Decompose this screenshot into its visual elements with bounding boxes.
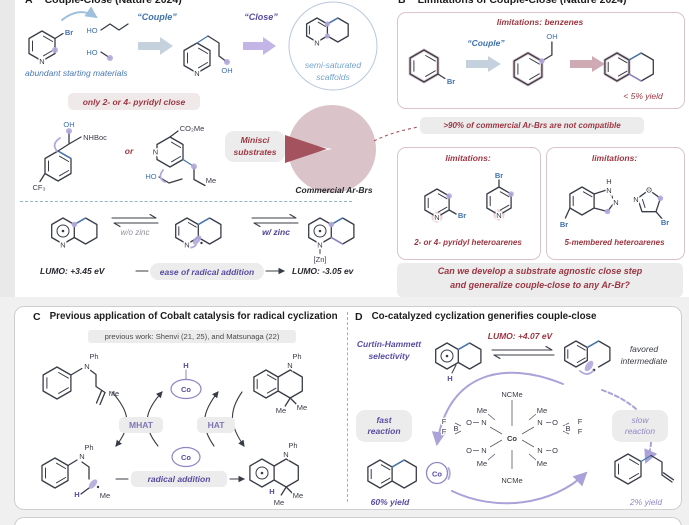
panel-cd-dashed-divider xyxy=(347,312,348,502)
abundant-caption: abundant starting materials xyxy=(25,68,128,78)
question-line2: and generalize couple-close to any Ar-Br… xyxy=(450,280,630,290)
panel-b-header: B Limitations of Couple-Close (Nature 20… xyxy=(398,0,626,6)
favored-line1: favored xyxy=(629,344,659,354)
panel-a-title: Couple-Close (Nature 2024) xyxy=(44,0,182,6)
not-compatible-pill: >90% of commercial Ar-Brs are not compat… xyxy=(420,117,644,134)
panel-b-title: Limitations of Couple-Close (Nature 2024… xyxy=(417,0,627,6)
slow-reaction-pill: slow reaction xyxy=(612,410,668,442)
favored-line2: intermediate xyxy=(620,356,668,366)
minisci-line2: substrates xyxy=(233,146,277,157)
lumo-right-label: LUMO: -3.05 ev xyxy=(292,266,354,276)
fast-line1: fast xyxy=(376,414,392,425)
couple-label-b: “Couple” xyxy=(467,38,505,48)
couple-label-a: “Couple” xyxy=(137,12,177,22)
panel-a-header: A Couple-Close (Nature 2024) xyxy=(25,0,182,6)
commercial-arbrs-label: Commercial Ar-Brs xyxy=(295,185,373,195)
five-membered-caption: 5-membered heteroarenes xyxy=(564,238,665,247)
fast-line2: reaction xyxy=(367,426,401,436)
panel-a-label: A xyxy=(25,0,33,6)
wo-zinc-label: w/o zinc xyxy=(120,228,150,237)
fast-reaction-pill: fast reaction xyxy=(356,410,412,442)
hat-pill: HAT xyxy=(197,417,235,433)
question-box xyxy=(397,263,683,297)
next-panel-sliver xyxy=(14,517,682,525)
slow-line1: slow xyxy=(631,414,649,425)
panel-b-label: B xyxy=(398,0,406,6)
panel-d-header: D Co-catalyzed cyclization generifies co… xyxy=(355,311,596,323)
limitations-left-title: limitations: xyxy=(445,153,491,163)
previous-work-pill: previous work: Shenvi (21, 25), and Mats… xyxy=(88,330,296,343)
benzene-limitations-title: limitations: benzenes xyxy=(496,17,584,27)
panel-d-title: Co-catalyzed cyclization generifies coup… xyxy=(371,311,597,322)
panel-c-title: Previous application of Cobalt catalysis… xyxy=(49,311,338,322)
only-close-pill: only 2- or 4- pyridyl close xyxy=(68,93,200,110)
yield-60-label: 60% yield xyxy=(370,497,410,507)
curtin-hammett-line2: selectivity xyxy=(368,351,410,361)
curtin-hammett-line1: Curtin-Hammett xyxy=(356,339,422,349)
pyridyl-limitations-box xyxy=(397,147,541,260)
panel-d-label: D xyxy=(355,311,363,323)
or-label: or xyxy=(124,146,134,156)
yield-2-label: 2% yield xyxy=(629,497,663,507)
panel-c-header: C Previous application of Cobalt catalys… xyxy=(33,311,338,323)
semi-saturated-line2: scaffolds xyxy=(316,72,350,82)
question-line1: Can we develop a substrate agnostic clos… xyxy=(437,266,643,276)
yield-under-5: < 5% yield xyxy=(623,91,663,101)
semi-saturated-line1: semi-saturated xyxy=(304,60,362,70)
lumo-left-label: LUMO: +3.45 eV xyxy=(40,266,105,276)
minisci-line1: Minisci xyxy=(240,135,270,146)
minisci-substrates-pill: Minisci substrates xyxy=(225,131,285,162)
panel-a-dashed-divider xyxy=(20,201,352,202)
slow-line2: reaction xyxy=(624,426,656,436)
limitations-right-title: limitations: xyxy=(591,153,638,163)
panel-c-label: C xyxy=(33,311,41,323)
pyridyl-caption: 2- or 4- pyridyl heteroarenes xyxy=(414,238,522,247)
mhat-pill: MHAT xyxy=(119,417,163,433)
lumo-d-label: LUMO: +4.07 eV xyxy=(487,331,553,341)
w-zinc-label: w/ zinc xyxy=(262,227,290,237)
ease-pill: ease of radical addition xyxy=(150,263,264,280)
radical-addition-pill: radical addition xyxy=(131,471,227,487)
close-label-a: “Close” xyxy=(244,12,278,22)
